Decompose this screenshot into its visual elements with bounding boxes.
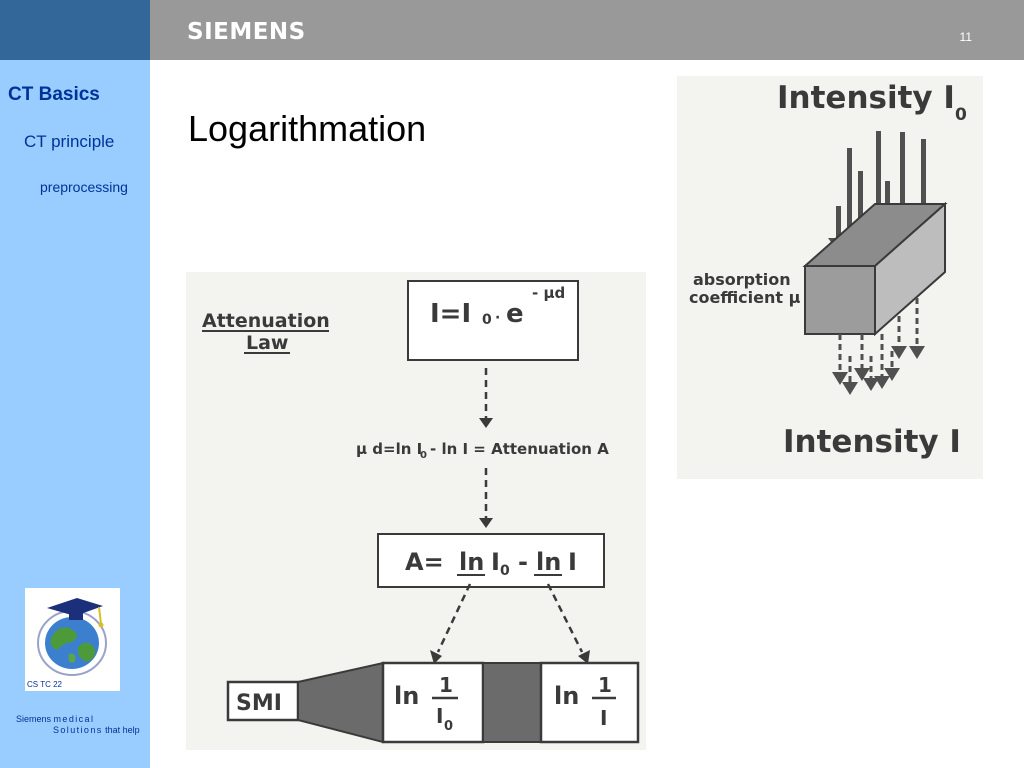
ln-i-box <box>539 661 640 744</box>
sidebar-item-ct-principle[interactable]: CT principle <box>24 132 115 151</box>
slide-number: 11 <box>959 30 972 44</box>
law-sub: 0 <box>482 312 492 328</box>
outgoing-arrows <box>838 298 919 382</box>
box2-ln: ln <box>554 682 579 710</box>
block-side <box>874 201 946 337</box>
box2-den: I <box>600 706 607 730</box>
footer-solutions: Solutions <box>53 725 103 735</box>
sidebar-item-preprocessing[interactable]: preprocessing <box>40 179 128 195</box>
shaded-gap <box>482 662 542 743</box>
coefficient-label: coefficient μ <box>689 288 801 307</box>
block-front <box>804 265 876 335</box>
smi-label: SMI <box>236 691 282 716</box>
box1-ln: ln <box>394 682 419 710</box>
a-i0: I <box>491 548 500 576</box>
smi-box <box>226 680 300 722</box>
globe-badge: CS TC 22 <box>25 588 120 691</box>
heading-law: Law <box>246 332 288 354</box>
box1-den-sub: 0 <box>444 719 453 734</box>
footer-tagline-line1: Siemens medical <box>16 714 94 724</box>
a-sub: 0 <box>500 563 510 579</box>
intensity-i0-sub: 0 <box>955 105 967 125</box>
absorption-figure: Intensity I 0 absorption coefficient μ <box>677 76 983 479</box>
heading-attenuation: Attenuation <box>202 310 330 332</box>
mid-eq-a: μ d=ln I <box>356 440 422 458</box>
footer-medical: medical <box>53 714 95 724</box>
a-box <box>377 533 605 588</box>
law-box <box>407 280 579 361</box>
intensity-i0-label: Intensity I <box>777 80 955 116</box>
absorption-diagram: Intensity I 0 absorption coefficient μ <box>689 80 967 460</box>
funnel-connector <box>297 661 384 744</box>
attenuation-diagram: Attenuation Law I=I 0 · e - μd μ d=ln I … <box>202 280 640 744</box>
law-exp: - μd <box>532 284 565 302</box>
box1-num: 1 <box>439 673 453 697</box>
header-left-block <box>0 0 150 60</box>
siemens-logo: SIEMENS <box>187 19 306 45</box>
box2-num: 1 <box>598 673 612 697</box>
absorption-label: absorption <box>693 270 791 289</box>
mid-sub: 0 <box>420 450 427 461</box>
law-eq: I=I <box>430 299 471 329</box>
box1-den: I <box>436 704 443 728</box>
a-ln1: ln <box>459 548 484 576</box>
a-minus: - <box>518 548 528 576</box>
attenuation-figure: Attenuation Law I=I 0 · e - μd μ d=ln I … <box>186 272 646 750</box>
footer-that-help: that help <box>105 725 140 735</box>
badge-caption: CS TC 22 <box>27 680 62 689</box>
law-dot: · <box>495 310 500 326</box>
mid-eq-b: - ln I = Attenuation A <box>430 440 609 458</box>
ln-i0-box <box>381 661 485 744</box>
sidebar-item-ct-basics[interactable]: CT Basics <box>8 84 100 105</box>
intensity-i-label: Intensity I <box>783 424 961 460</box>
globe-icon <box>37 598 107 676</box>
a-ln2: ln <box>536 548 561 576</box>
footer-tagline-line2: Solutions that help <box>53 725 140 735</box>
header-bar: SIEMENS 11 <box>150 0 1024 60</box>
sidebar: CT Basics CT principle preprocessing CS … <box>0 60 150 768</box>
footer-siemens: Siemens <box>16 714 52 724</box>
law-base: e <box>506 299 524 329</box>
a-eq: A= <box>405 548 444 576</box>
a-i: I <box>568 548 577 576</box>
page-title: Logarithmation <box>188 108 427 149</box>
